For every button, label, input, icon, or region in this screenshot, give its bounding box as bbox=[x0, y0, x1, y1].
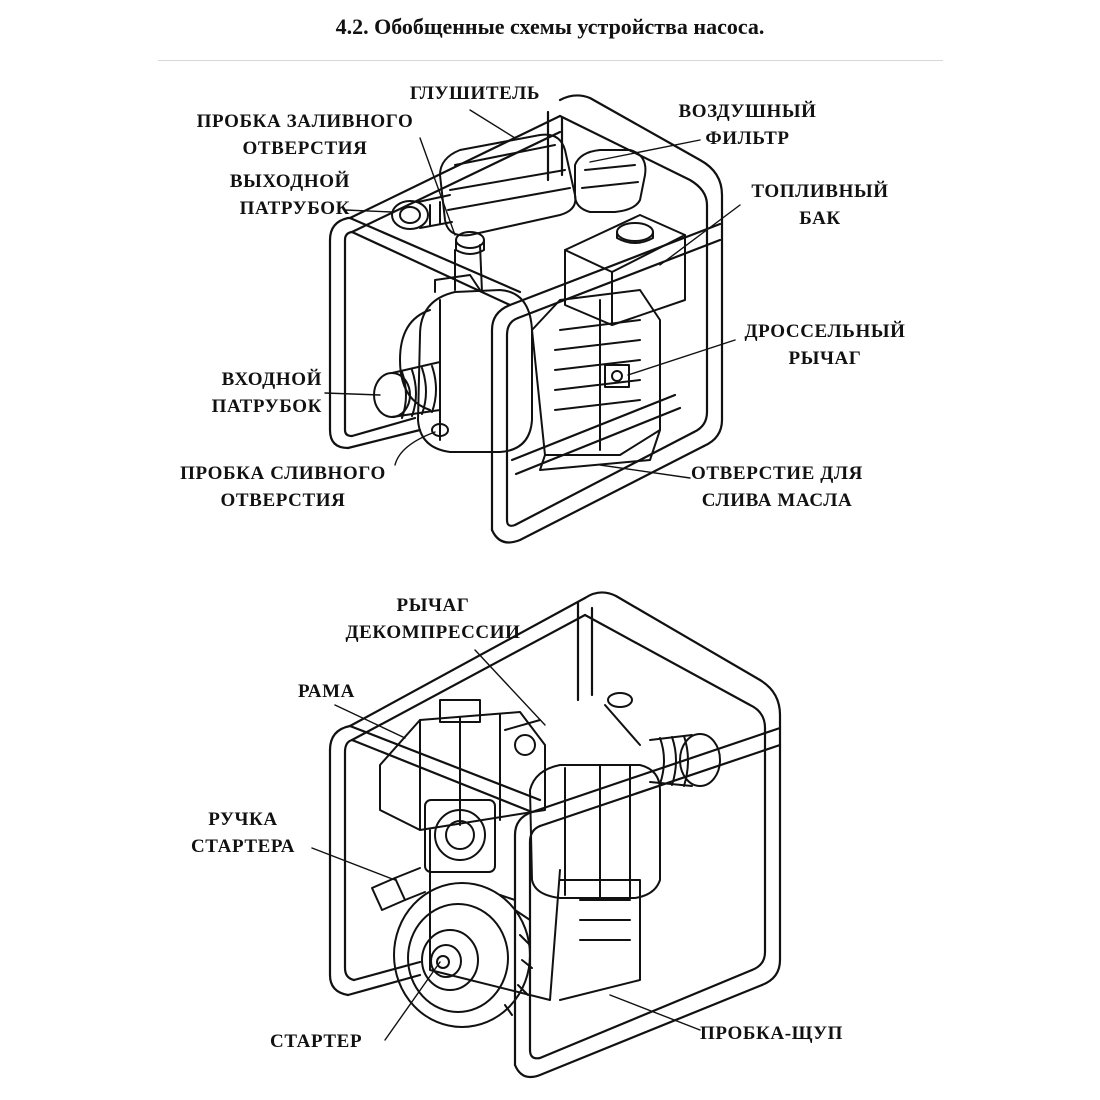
label-fuel-tank: ТОПЛИВНЫЙ БАК bbox=[751, 181, 889, 229]
label-starter: СТАРТЕР bbox=[270, 1031, 363, 1052]
outlet-2-part bbox=[604, 692, 721, 787]
frame-tube-2 bbox=[328, 591, 782, 1079]
starter-drum-part bbox=[393, 882, 533, 1028]
pump-diagram-2 bbox=[311, 591, 782, 1079]
label-throttle-lever: ДРОССЕЛЬНЫЙ РЫЧАГ bbox=[744, 321, 906, 369]
air-filter-part bbox=[574, 149, 647, 213]
label-dipstick: ПРОБКА-ЩУП bbox=[700, 1023, 844, 1044]
label-starter-handle: РУЧКА СТАРТЕРА bbox=[190, 809, 296, 857]
label-drain-plug: ПРОБКА СЛИВНОГО ОТВЕРСТИЯ bbox=[180, 463, 386, 511]
label-muffler: ГЛУШИТЕЛЬ bbox=[409, 83, 541, 104]
label-oil-drain: ОТВЕРСТИЕ ДЛЯ СЛИВА МАСЛА bbox=[691, 463, 863, 511]
muffler-part bbox=[439, 133, 577, 237]
label-decompression-lever: РЫЧАГ ДЕКОМПРЕССИИ bbox=[345, 595, 521, 643]
engine-2-part bbox=[379, 699, 641, 1001]
outlet-pipe-part bbox=[391, 194, 453, 230]
frame-tube-1 bbox=[328, 94, 724, 544]
label-fill-plug: ПРОБКА ЗАЛИВНОГО ОТВЕРСТИЯ bbox=[196, 111, 414, 159]
engine-block-part bbox=[531, 289, 661, 471]
pump-casing-part bbox=[399, 244, 533, 453]
page-title: 4.2. Обобщенные схемы устройства насоса. bbox=[335, 14, 765, 39]
label-air-filter: ВОЗДУШНЫЙ ФИЛЬТР bbox=[678, 101, 817, 149]
pump-diagram-1 bbox=[324, 94, 741, 544]
title-divider bbox=[158, 60, 943, 61]
fuel-tank-part bbox=[564, 214, 686, 326]
leader-lines-2 bbox=[311, 649, 701, 1041]
label-inlet-pipe: ВХОДНОЙ ПАТРУБОК bbox=[211, 369, 322, 417]
fan-cover-part bbox=[424, 799, 496, 873]
leader-lines-1 bbox=[324, 109, 741, 479]
fill-plug-part bbox=[455, 231, 485, 255]
label-outlet-pipe: ВЫХОДНОЙ ПАТРУБОК bbox=[229, 171, 350, 219]
starter-handle-part bbox=[371, 867, 426, 911]
label-frame: РАМА bbox=[298, 681, 355, 702]
muffler-2-part bbox=[529, 764, 661, 899]
